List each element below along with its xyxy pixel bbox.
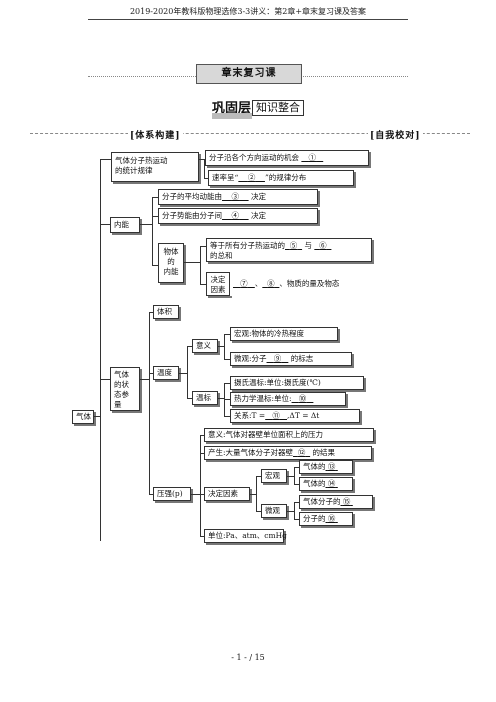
link-n (149, 312, 150, 494)
link-ao (287, 476, 294, 477)
state-params-box: 气体的状态参量 (110, 367, 140, 411)
link-v (218, 346, 224, 347)
units-box: 单位:Pa、atm、cmHg (204, 529, 287, 543)
link-ac (224, 399, 230, 400)
link-u (187, 398, 192, 399)
link-e (152, 197, 153, 265)
main-trunk (100, 159, 101, 541)
link-state (100, 379, 110, 380)
link-p (149, 373, 153, 374)
p-origin-box: 产生:大量气体分子对器壁 ⑫ 的结果 (204, 446, 372, 460)
link-gas (94, 416, 100, 417)
avg-kinetic-box: 分子的平均动能由 ③ 决定 (158, 189, 318, 205)
link-av (294, 519, 299, 520)
link-ar (294, 484, 299, 485)
celsius-box: 摄氏温标:单位:摄氏度(℃) (230, 376, 364, 390)
section-label-left: [体系构建] (128, 128, 183, 141)
macro-meaning-box: 宏观:物体的冷热程度 (230, 327, 338, 341)
link-ai (200, 494, 204, 495)
link-ap (294, 467, 295, 484)
badge-right: 知识整合 (252, 100, 304, 116)
link-a (199, 159, 205, 160)
p-factors-box: 决定因素 (204, 487, 250, 501)
macro-box: 宏观 (261, 469, 287, 483)
pressure-box: 压强(p) (153, 487, 191, 501)
chapter-title: 章末复习课 (196, 64, 302, 84)
link-af (200, 435, 201, 536)
link-ab (224, 383, 230, 384)
speed-box: 速率呈“ ② ”的规律分布 (208, 170, 354, 186)
gas-box: 气体 (72, 410, 94, 424)
link-g (152, 216, 158, 217)
link-m (140, 379, 149, 380)
micro-speed-box: 分子的 ⑯ (299, 512, 353, 526)
page-header: 2019-2020年教科版物理选修3-3讲义：第2章+章末复习课及答案 (129, 7, 367, 16)
link-q (149, 494, 153, 495)
chance-box: 分子沿各个方向运动的机会 ① (205, 150, 369, 166)
link-an (256, 511, 261, 512)
badge-left: 巩固层 (212, 101, 252, 116)
link-x (224, 334, 230, 335)
link-r (179, 373, 187, 374)
micro-density-box: 气体分子的 ⑮ (299, 495, 373, 509)
link-f (152, 197, 158, 198)
link-aj (200, 536, 204, 537)
link-ak (250, 494, 256, 495)
sum-box: 等于所有分子热运动的 ⑤ 与 ⑥ 的总和 (206, 238, 372, 262)
link-c (204, 178, 208, 179)
link-ah (200, 453, 204, 454)
link-j (200, 246, 201, 284)
link-d (140, 224, 152, 225)
badge-underbar (212, 113, 252, 119)
link-o (149, 312, 153, 313)
relation-box: 关系:T = ⑪ ,ΔT = Δt (230, 409, 360, 423)
volume-box: 体积 (153, 305, 179, 319)
link-b (204, 159, 205, 178)
link-w (224, 334, 225, 359)
link-as (287, 511, 294, 512)
link-am (256, 476, 261, 477)
link-i (184, 262, 200, 263)
meaning-box: 意义 (192, 339, 218, 353)
link-l (200, 284, 206, 285)
link-s (187, 346, 188, 398)
micro-box: 微观 (261, 504, 287, 518)
link-h (152, 265, 158, 266)
section-label-right: [自我校对] (368, 128, 423, 141)
micro-meaning-box: 微观:分子 ⑨ 的标志 (230, 352, 352, 366)
body-internal-box: 物体的内能 (158, 243, 184, 283)
page-footer: - 1 - / 15 (231, 653, 265, 662)
link-at (294, 502, 295, 519)
header-rule (88, 19, 408, 20)
link-aq (294, 467, 299, 468)
link-k (200, 246, 206, 247)
p-meaning-box: 意义:气体对器壁单位面积上的压力 (204, 428, 374, 442)
link-al (256, 476, 257, 511)
temperature-box: 温度 (153, 366, 179, 380)
internal-energy-box: 内能 (110, 217, 140, 233)
link-ag (200, 435, 204, 436)
link-internal (100, 224, 110, 225)
deciding-box: 决定因素 (206, 272, 230, 296)
deciding-content: ⑦ 、 ⑧ 、物质的量及物态 (230, 274, 376, 296)
link-ad (224, 416, 230, 417)
macro-temperature-box: 气体的 ⑭ (299, 477, 353, 491)
link-stat (100, 159, 111, 160)
link-t (187, 346, 192, 347)
link-au (294, 502, 299, 503)
stat-law-box: 气体分子热运动的统计规律 (111, 152, 199, 182)
thermo-box: 热力学温标:单位: ⑩ (230, 392, 346, 406)
section-rule (30, 133, 470, 134)
link-z (218, 398, 224, 399)
link-y (224, 359, 230, 360)
link-ae (191, 494, 200, 495)
macro-volume-box: 气体的 ⑬ (299, 460, 353, 474)
scale-box: 温标 (192, 391, 218, 405)
potential-box: 分子势能由分子间 ④ 决定 (158, 208, 318, 224)
